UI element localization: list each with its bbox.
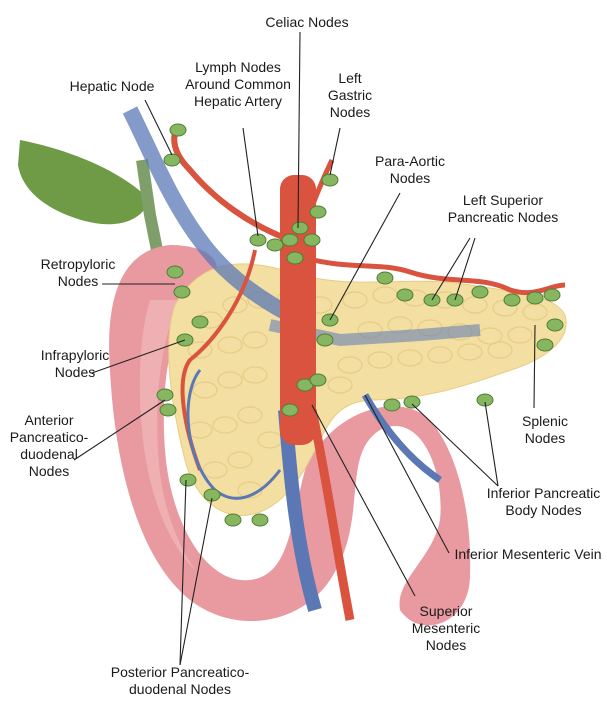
label-posterior-pancreaticoduodenal-nodes: Posterior Pancreatico- duodenal Nodes <box>95 664 265 698</box>
label-anterior-pancreaticoduodenal-nodes: Anterior Pancreatico- duodenal Nodes <box>4 412 94 480</box>
label-retropyloric-nodes: Retropyloric Nodes <box>33 256 123 290</box>
label-celiac-nodes: Celiac Nodes <box>252 14 362 31</box>
lymph-node <box>547 319 563 331</box>
label-inferior-mesenteric-vein: Inferior Mesenteric Vein <box>449 546 607 563</box>
lymph-node <box>167 266 183 278</box>
lymph-node <box>537 339 553 351</box>
lymph-node <box>377 272 393 284</box>
lymph-node <box>170 124 186 136</box>
lymph-node <box>192 316 208 328</box>
lymph-node <box>267 239 283 251</box>
lymph-node <box>252 514 268 526</box>
lymph-node <box>282 234 298 246</box>
lymph-node <box>174 286 190 298</box>
lymph-node <box>310 374 326 386</box>
label-left-superior-pancreatic-nodes: Left Superior Pancreatic Nodes <box>438 192 568 226</box>
leader-line <box>330 128 340 175</box>
label-para-aortic-nodes: Para-Aortic Nodes <box>365 153 455 187</box>
lymph-node <box>544 289 560 301</box>
gallbladder <box>18 140 150 224</box>
lymph-node <box>157 389 173 401</box>
lymph-node <box>282 404 298 416</box>
lymph-node <box>292 222 308 234</box>
lymph-node <box>225 514 241 526</box>
lymph-node <box>384 399 400 411</box>
label-splenic-nodes: Splenic Nodes <box>510 413 580 447</box>
lymph-node <box>310 206 326 218</box>
lymph-node <box>397 289 413 301</box>
label-infrapyloric-nodes: Infrapyloric Nodes <box>30 347 120 381</box>
lymph-node <box>317 334 333 346</box>
leader-line <box>485 402 498 486</box>
label-inferior-pancreatic-body-nodes: Inferior Pancreatic Body Nodes <box>480 485 607 519</box>
lymph-node <box>504 294 520 306</box>
label-left-gastric-nodes: Left Gastric Nodes <box>320 70 380 121</box>
lymph-node <box>180 474 196 486</box>
lymph-node <box>322 174 338 186</box>
lymph-node <box>527 292 543 304</box>
lymph-node <box>472 286 488 298</box>
label-lymph-nodes-common-hepatic-artery: Lymph Nodes Around Common Hepatic Artery <box>178 59 298 110</box>
label-superior-mesenteric-nodes: Superior Mesenteric Nodes <box>396 603 496 654</box>
lymph-node <box>164 154 180 166</box>
lymph-node <box>287 252 303 264</box>
lymph-node <box>160 404 176 416</box>
lymph-node <box>304 234 320 246</box>
label-hepatic-node: Hepatic Node <box>62 78 162 95</box>
lymph-node <box>404 396 420 408</box>
